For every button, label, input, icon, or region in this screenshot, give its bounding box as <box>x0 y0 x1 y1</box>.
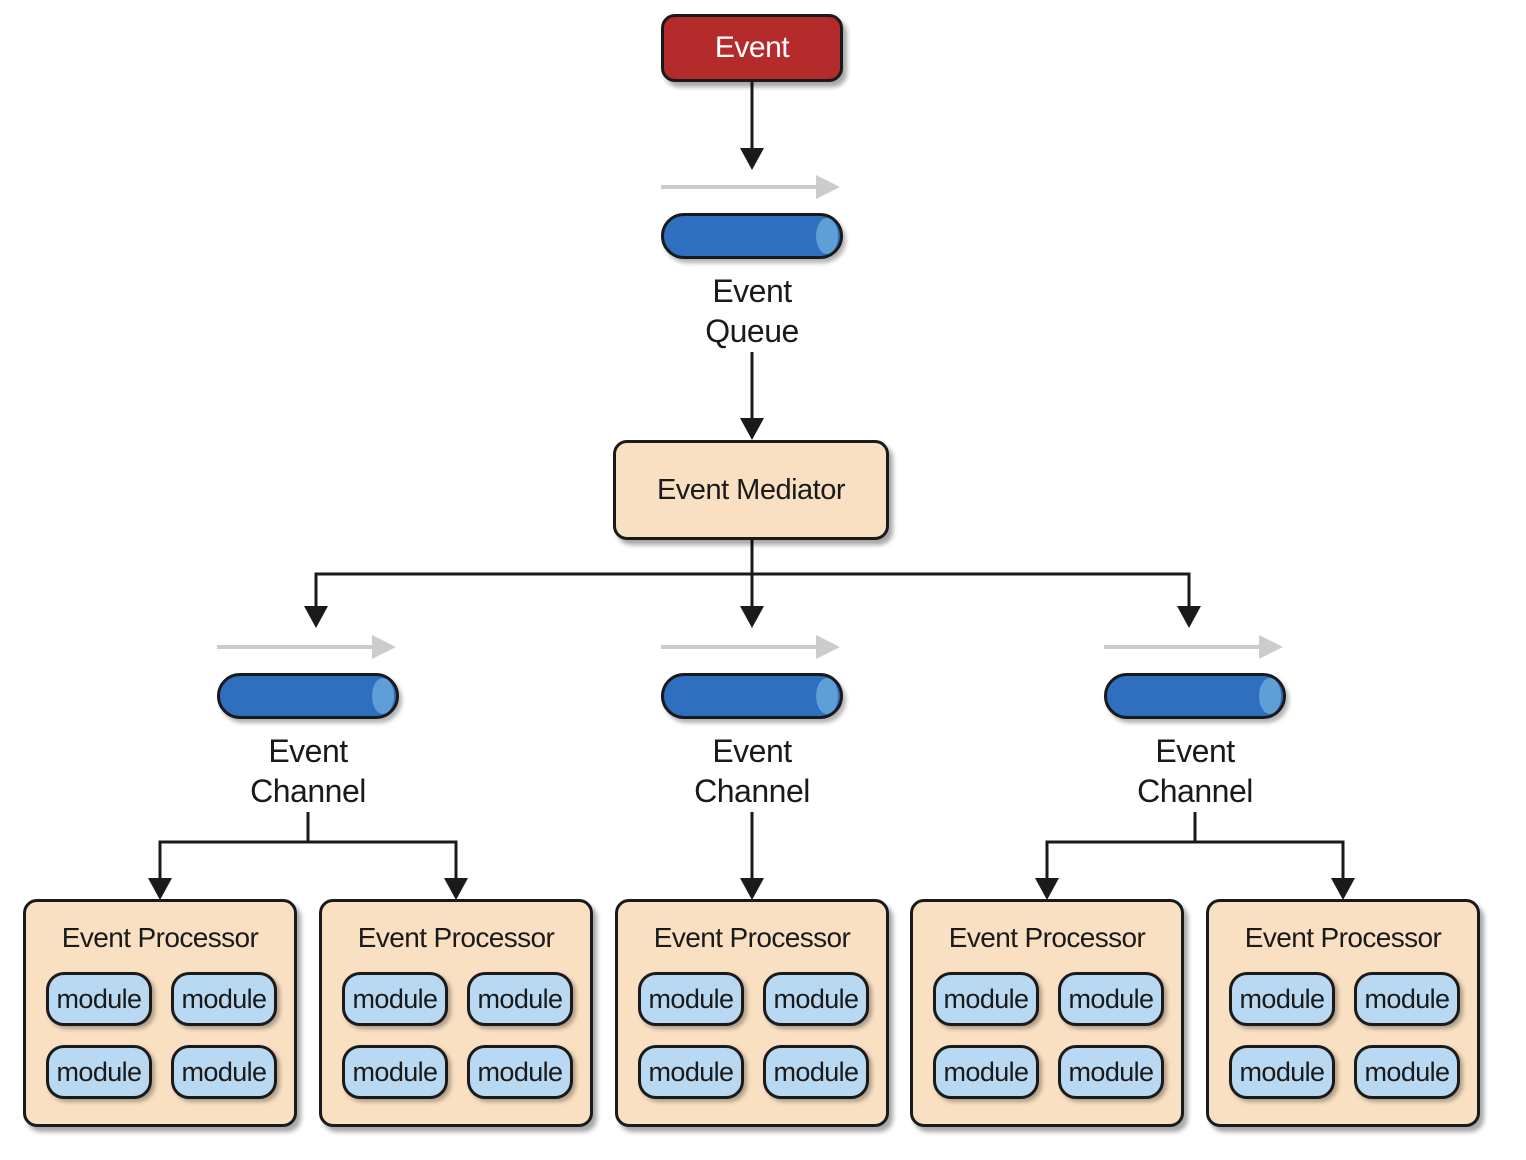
event-label: Event <box>714 31 790 64</box>
arrowhead-to-queue <box>740 148 764 170</box>
event-queue-label-line2: Queue <box>705 313 799 349</box>
event-queue-pipe <box>661 213 843 259</box>
arrowhead-to-processor1 <box>148 878 172 900</box>
module-box: module <box>171 972 277 1026</box>
event-channel-3-label-line2: Channel <box>1137 773 1253 809</box>
arrowhead-to-channel3 <box>1177 606 1201 628</box>
event-channel-2-label: Event Channel <box>652 731 852 811</box>
connector-channel1-bus <box>158 840 458 880</box>
connector-channel3-bus <box>1045 840 1345 880</box>
arrowhead-to-channel2 <box>740 606 764 628</box>
event-queue-label-line1: Event <box>712 273 792 309</box>
module-box: module <box>46 972 152 1026</box>
module-box: module <box>467 1045 573 1099</box>
event-processor-title: Event Processor <box>653 922 851 953</box>
event-channel-2-label-line2: Channel <box>694 773 810 809</box>
module-box: module <box>933 1045 1039 1099</box>
event-channel-1-label-line1: Event <box>268 733 348 769</box>
event-processor-4: Event Processor module module module mod… <box>910 899 1184 1127</box>
flow-arrowhead-channel1 <box>372 635 396 659</box>
module-box: module <box>1229 1045 1335 1099</box>
module-box: module <box>1354 1045 1460 1099</box>
event-processor-5: Event Processor module module module mod… <box>1206 899 1480 1127</box>
event-processor-title: Event Processor <box>61 922 259 953</box>
event-channel-3-label: Event Channel <box>1095 731 1295 811</box>
event-processor-title: Event Processor <box>357 922 555 953</box>
pipe-end-cap <box>1259 678 1281 714</box>
event-channel-1-pipe <box>217 673 399 719</box>
arrowhead-to-processor2 <box>444 878 468 900</box>
event-processor-title: Event Processor <box>948 922 1146 953</box>
module-box: module <box>638 972 744 1026</box>
arrowhead-to-processor4 <box>1035 878 1059 900</box>
event-node: Event <box>661 14 843 82</box>
event-channel-1-label: Event Channel <box>208 731 408 811</box>
event-channel-2-label-line1: Event <box>712 733 792 769</box>
pipe-end-cap <box>816 678 838 714</box>
arrowhead-to-processor3 <box>740 878 764 900</box>
flow-arrowhead-channel3 <box>1259 635 1283 659</box>
event-processor-3: Event Processor module module module mod… <box>615 899 889 1127</box>
pipe-end-cap <box>372 678 394 714</box>
event-channel-2-pipe <box>661 673 843 719</box>
module-box: module <box>1058 1045 1164 1099</box>
module-box: module <box>171 1045 277 1099</box>
module-box: module <box>933 972 1039 1026</box>
module-box: module <box>467 972 573 1026</box>
module-box: module <box>638 1045 744 1099</box>
module-box: module <box>763 972 869 1026</box>
module-box: module <box>342 972 448 1026</box>
module-box: module <box>1229 972 1335 1026</box>
connector-mediator-bus <box>314 572 1191 608</box>
arrowhead-to-mediator <box>740 418 764 440</box>
event-channel-3-pipe <box>1104 673 1286 719</box>
module-box: module <box>46 1045 152 1099</box>
arrowhead-to-processor5 <box>1331 878 1355 900</box>
module-box: module <box>1058 972 1164 1026</box>
module-box: module <box>342 1045 448 1099</box>
event-mediator-node: Event Mediator <box>613 440 889 540</box>
event-channel-1-label-line2: Channel <box>250 773 366 809</box>
event-processor-1: Event Processor module module module mod… <box>23 899 297 1127</box>
event-processor-title: Event Processor <box>1244 922 1442 953</box>
arrowhead-to-channel1 <box>304 606 328 628</box>
flow-arrowhead-queue <box>816 175 840 199</box>
event-mediator-label: Event Mediator <box>656 473 846 506</box>
pipe-end-cap <box>816 218 838 254</box>
module-box: module <box>1354 972 1460 1026</box>
event-channel-3-label-line1: Event <box>1155 733 1235 769</box>
module-box: module <box>763 1045 869 1099</box>
event-queue-label: Event Queue <box>652 271 852 351</box>
event-processor-2: Event Processor module module module mod… <box>319 899 593 1127</box>
flow-arrowhead-channel2 <box>816 635 840 659</box>
